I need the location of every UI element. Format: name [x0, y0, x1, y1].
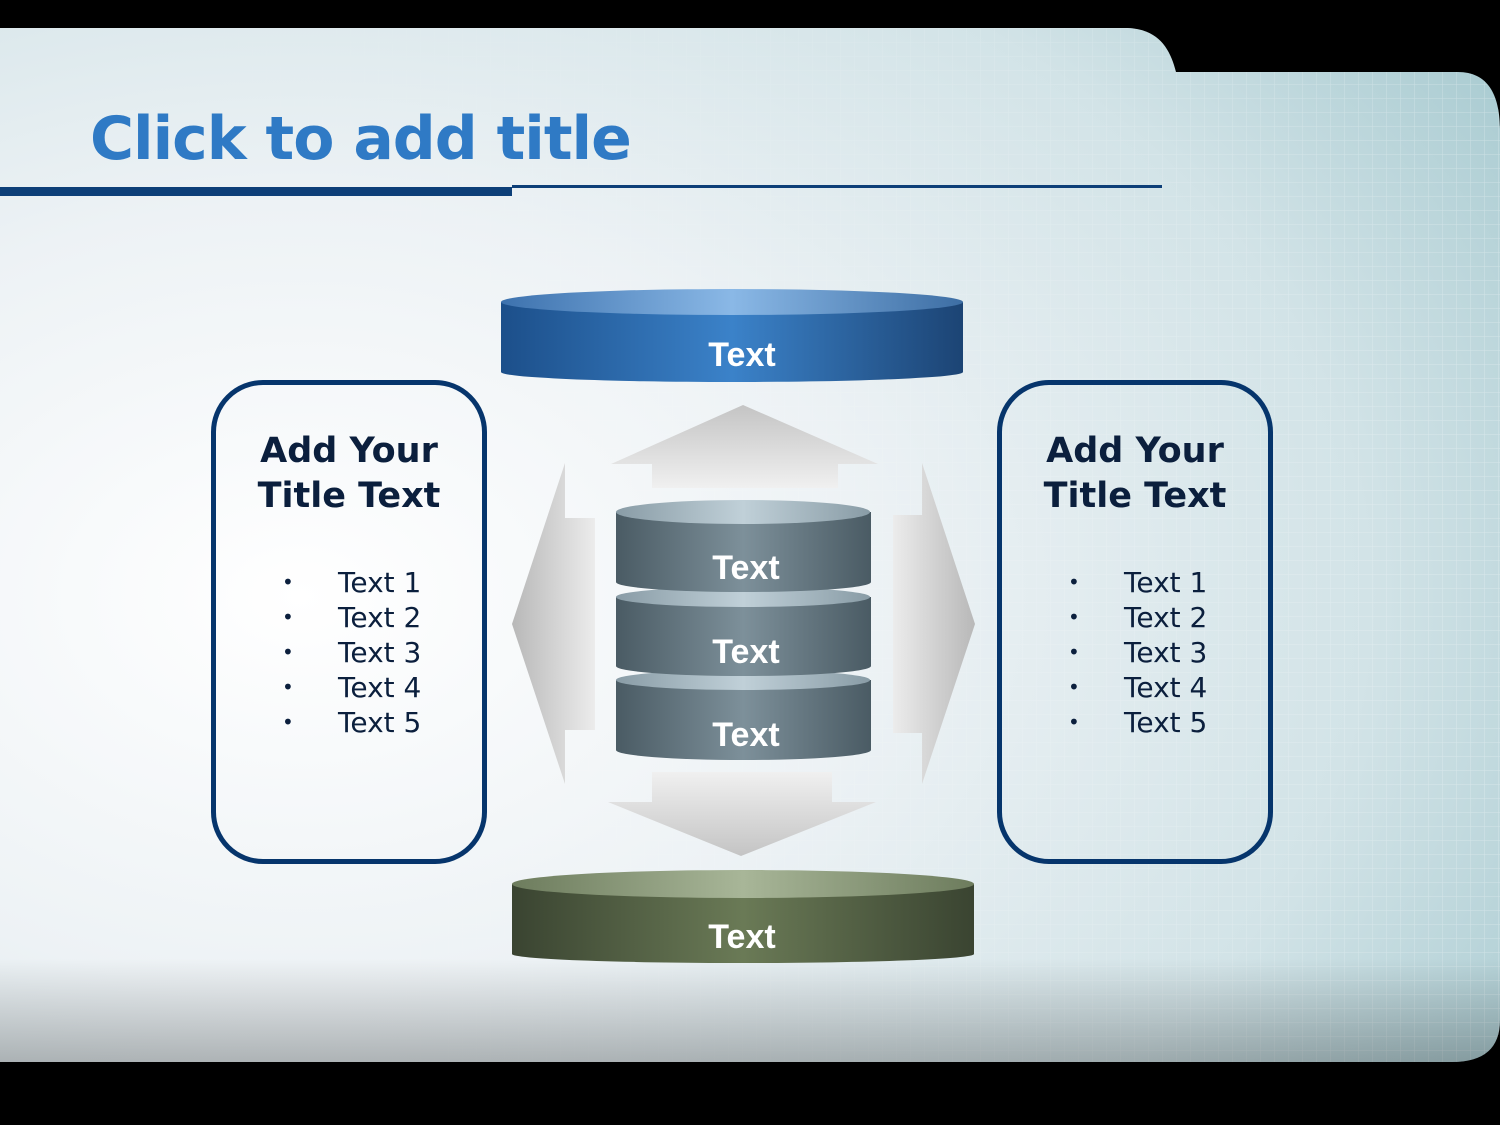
list-item: • Text 4: [1060, 670, 1207, 705]
list-item: • Text 5: [274, 705, 421, 740]
top-disk: Text: [501, 289, 963, 382]
title-underline-thick: [0, 187, 512, 196]
list-item-text: Text 3: [1124, 636, 1208, 669]
list-item-text: Text 3: [338, 636, 422, 669]
left-panel-title-line2: Title Text: [257, 476, 441, 516]
arrow-left-shape: [512, 463, 595, 784]
right-panel-list: • Text 1 • Text 2 • Text 3 • Text 4 • Text 5: [1060, 565, 1207, 740]
arrow-right-shape: [893, 463, 975, 784]
bullet-icon: •: [1068, 570, 1080, 594]
right-panel-title-line2: Title Text: [1043, 476, 1227, 516]
arrow-down-shape: [608, 772, 876, 856]
left-panel-list: • Text 1 • Text 2 • Text 3 • Text 4 • Text 5: [274, 565, 421, 740]
stack-disk-2: Text: [616, 587, 871, 677]
list-item: • Text 2: [274, 600, 421, 635]
left-panel: Add Your Title Text • Text 1 • Text 2 • Tex…: [211, 380, 487, 864]
list-item: • Text 4: [274, 670, 421, 705]
bullet-icon: •: [282, 710, 294, 734]
bullet-icon: •: [1068, 640, 1080, 664]
bottom-disk-label: Text: [708, 918, 775, 956]
arrow-up-shape: [611, 405, 878, 488]
list-item-text: Text 2: [338, 601, 422, 634]
left-panel-title[interactable]: Add Your Title Text: [216, 429, 482, 519]
bullet-icon: •: [282, 605, 294, 629]
stack-label-3: Text: [712, 716, 779, 754]
list-item-text: Text 4: [1124, 671, 1208, 704]
stack-label-1: Text: [712, 549, 779, 587]
bullet-icon: •: [1068, 605, 1080, 629]
list-item: • Text 3: [274, 635, 421, 670]
bullet-icon: •: [1068, 710, 1080, 734]
list-item: • Text 5: [1060, 705, 1207, 740]
right-panel: Add Your Title Text • Text 1 • Text 2 • Tex…: [997, 380, 1273, 864]
left-panel-title-line1: Add Your: [260, 431, 438, 471]
right-panel-title[interactable]: Add Your Title Text: [1002, 429, 1268, 519]
title-underline-thin: [512, 185, 1162, 188]
bullet-icon: •: [282, 640, 294, 664]
list-item-text: Text 4: [338, 671, 422, 704]
list-item: • Text 1: [1060, 565, 1207, 600]
bullet-icon: •: [282, 675, 294, 699]
stack-label-2: Text: [712, 633, 779, 671]
bottom-disk: Text: [512, 870, 974, 963]
bullet-icon: •: [1068, 675, 1080, 699]
list-item: • Text 2: [1060, 600, 1207, 635]
slide-title[interactable]: Click to add title: [90, 104, 632, 174]
list-item-text: Text 1: [338, 566, 422, 599]
list-item: • Text 3: [1060, 635, 1207, 670]
list-item: • Text 1: [274, 565, 421, 600]
list-item-text: Text 5: [1124, 706, 1208, 739]
list-item-text: Text 5: [338, 706, 422, 739]
list-item-text: Text 1: [1124, 566, 1208, 599]
bullet-icon: •: [282, 570, 294, 594]
stack-disk-1: Text: [616, 500, 871, 593]
right-panel-title-line1: Add Your: [1046, 431, 1224, 471]
top-disk-label: Text: [708, 336, 775, 374]
stack-disk-3: Text: [616, 670, 871, 761]
list-item-text: Text 2: [1124, 601, 1208, 634]
